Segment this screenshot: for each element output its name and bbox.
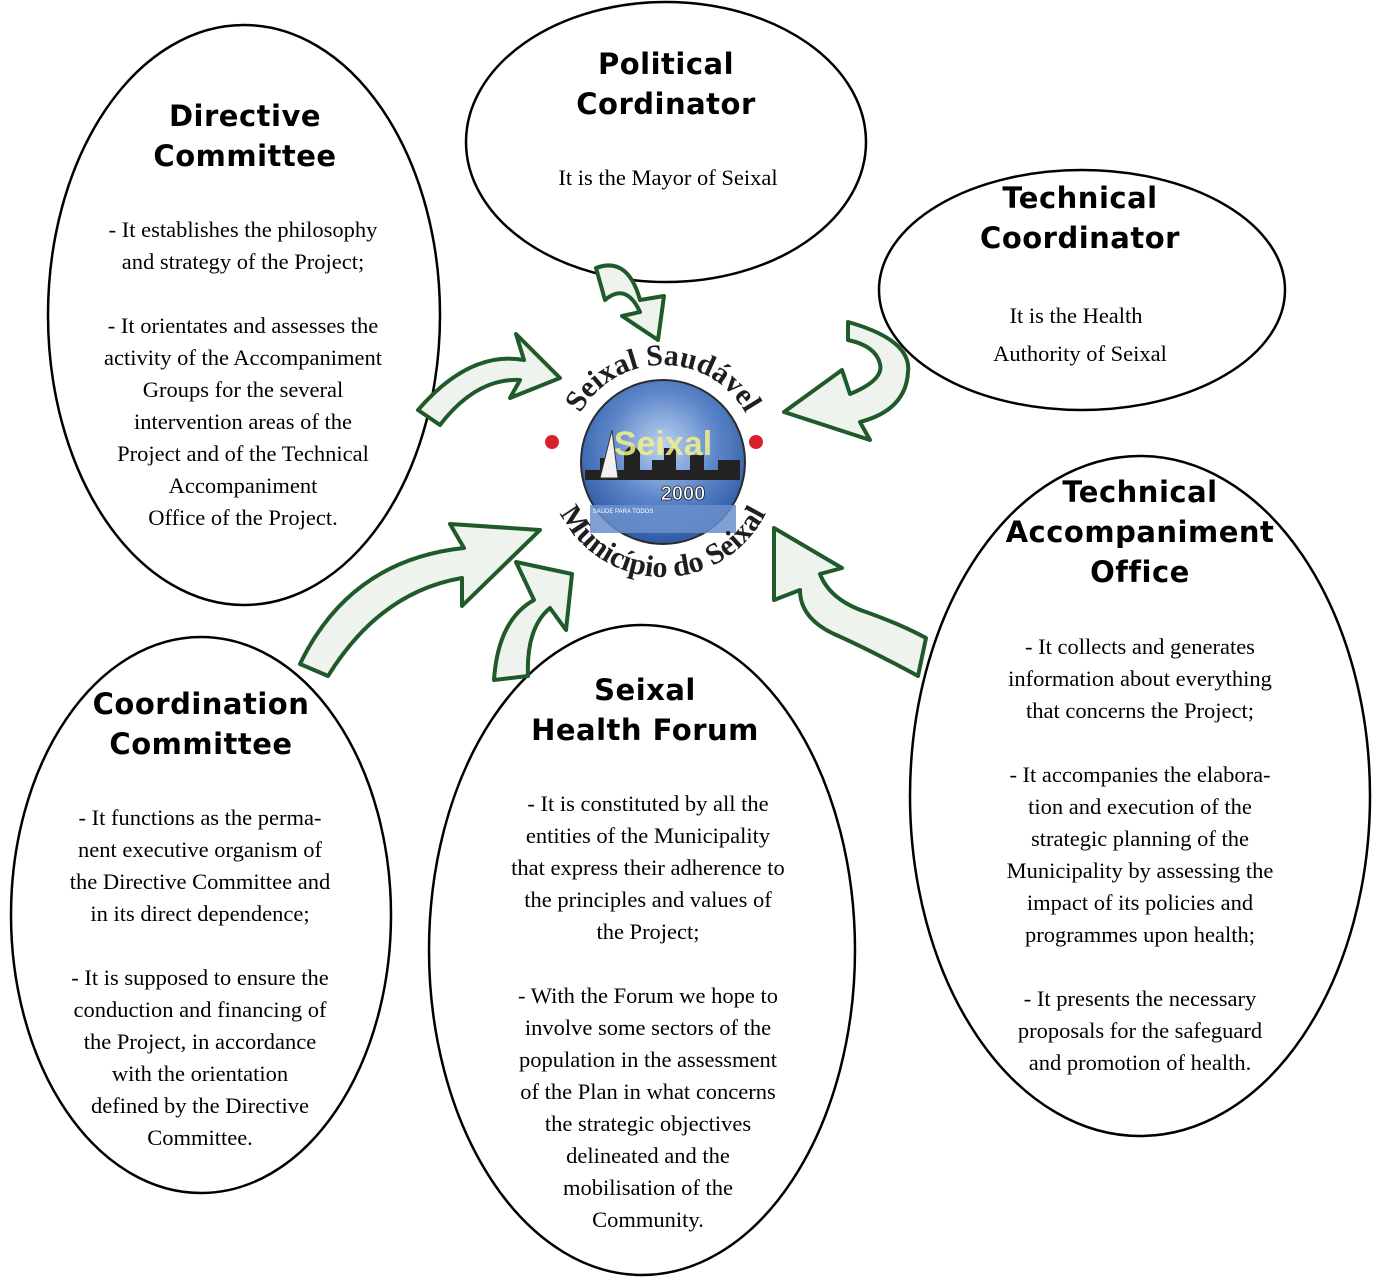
technical-coordinator-line: It is the Health <box>1009 303 1143 328</box>
arrow-from-technical-coordinator <box>782 320 911 442</box>
political-title-line-2: Cordinator <box>576 87 756 121</box>
forum-line: Community. <box>592 1207 704 1232</box>
political-text: It is the Mayor of Seixal <box>500 162 836 194</box>
office-line: information about everything <box>1008 666 1272 691</box>
technical-office-ellipse <box>908 454 1372 1138</box>
office-line: programmes upon health; <box>1025 922 1255 947</box>
forum-title: Seixal Health Forum <box>500 670 790 750</box>
coordination-committee-ellipse <box>9 635 393 1195</box>
technical-coordinator-title: Technical Coordinator <box>930 178 1230 258</box>
forum-line: the Project; <box>596 919 700 944</box>
technical-coordinator-text: It is the Health Authority of Seixal <box>950 297 1210 373</box>
coordination-line: Committee. <box>147 1125 253 1150</box>
office-line: strategic planning of the <box>1030 826 1250 851</box>
directive-line: Project and of the Technical <box>117 441 369 466</box>
logo-inner-word: Seixal <box>614 425 712 463</box>
political-title-line-1: Political <box>597 47 735 81</box>
office-title-line-3: Office <box>1090 555 1190 589</box>
technical-coordinator-title-line-1: Technical <box>1002 181 1158 215</box>
office-line: tion and execution of the <box>1028 794 1252 819</box>
forum-line: the strategic objectives <box>544 1111 752 1136</box>
directive-text: - It establishes the philosophy and stra… <box>70 214 416 534</box>
office-text: - It collects and generates information … <box>965 631 1315 1079</box>
directive-committee-ellipse <box>46 23 442 607</box>
coordination-line: defined by the Directive <box>90 1093 310 1118</box>
forum-title-line-1: Seixal <box>594 673 696 707</box>
coordination-line: conduction and financing of <box>73 997 327 1022</box>
office-line: - It accompanies the elabora- <box>1009 762 1271 787</box>
directive-line: activity of the Accompaniment <box>103 345 383 370</box>
coordination-title-line-1: Coordination <box>92 687 310 721</box>
office-line: Municipality by assessing the <box>1006 858 1274 883</box>
directive-line: Groups for the several <box>142 377 344 402</box>
coordination-line: the Project, in accordance <box>83 1029 317 1054</box>
office-line: impact of its policies and <box>1026 890 1254 915</box>
directive-line: Accompaniment <box>168 473 318 498</box>
forum-line: of the Plan in what concerns <box>520 1079 776 1104</box>
coordination-line: in its direct dependence; <box>90 901 310 926</box>
coordination-title-line-2: Committee <box>109 727 293 761</box>
political-coordinator-ellipse <box>464 0 868 284</box>
coordination-line: with the orientation <box>111 1061 289 1086</box>
directive-line: - It orientates and assesses the <box>107 313 379 338</box>
health-forum-ellipse <box>427 623 857 1277</box>
forum-line: mobilisation of the <box>563 1175 733 1200</box>
office-line: that concerns the Project; <box>1025 698 1255 723</box>
directive-line: intervention areas of the <box>133 409 353 434</box>
technical-coordinator-ellipse <box>877 168 1287 412</box>
forum-title-line-2: Health Forum <box>531 713 759 747</box>
technical-coordinator-title-line-2: Coordinator <box>980 221 1180 255</box>
political-title: Political Cordinator <box>520 44 812 124</box>
coordination-line: - It is supposed to ensure the <box>71 965 329 990</box>
directive-title: Directive Committee <box>100 96 390 176</box>
forum-text: - It is constituted by all the entities … <box>470 788 826 1236</box>
office-line: and promotion of health. <box>1028 1050 1252 1075</box>
coordination-line: the Directive Committee and <box>69 869 331 894</box>
office-title: Technical Accompaniment Office <box>990 472 1290 592</box>
office-line: - It presents the necessary <box>1023 986 1257 1011</box>
office-title-line-2: Accompaniment <box>1005 515 1275 549</box>
office-line: - It collects and generates <box>1025 634 1255 659</box>
seixal-logo: Seixal 2000 SAÚDE PARA TODOS Seixal Saud… <box>545 339 772 584</box>
arrow-from-coordination <box>298 522 542 678</box>
directive-title-line-1: Directive <box>168 99 322 133</box>
forum-line: involve some sectors of the <box>524 1015 772 1040</box>
forum-line: - With the Forum we hope to <box>518 983 778 1008</box>
coordination-text: - It functions as the perma- nent execut… <box>30 802 370 1154</box>
forum-line: population in the assessment <box>518 1047 778 1072</box>
technical-coordinator-line: Authority of Seixal <box>993 341 1167 366</box>
directive-line: - It establishes the philosophy <box>108 217 378 242</box>
office-line: proposals for the safeguard <box>1017 1018 1263 1043</box>
coordination-title: Coordination Committee <box>56 684 346 764</box>
forum-line: - It is constituted by all the <box>527 791 769 816</box>
logo-tagline: SAÚDE PARA TODOS <box>593 508 654 515</box>
office-title-line-1: Technical <box>1062 475 1218 509</box>
political-line: It is the Mayor of Seixal <box>558 165 778 190</box>
arrow-from-office <box>772 526 928 678</box>
forum-line: entities of the Municipality <box>525 823 771 848</box>
arrow-from-directive <box>416 332 562 427</box>
arrow-from-forum <box>492 560 574 682</box>
forum-line: the principles and values of <box>524 887 772 912</box>
coordination-line: - It functions as the perma- <box>78 805 322 830</box>
forum-line: delineated and the <box>566 1143 730 1168</box>
logo-year: 2000 <box>661 483 706 505</box>
coordination-line: nent executive organism of <box>78 837 322 862</box>
arrow-from-political <box>594 263 666 342</box>
directive-title-line-2: Committee <box>153 139 337 173</box>
forum-line: that express their adherence to <box>511 855 785 880</box>
directive-line: Office of the Project. <box>148 505 338 530</box>
directive-line: and strategy of the Project; <box>121 249 365 274</box>
